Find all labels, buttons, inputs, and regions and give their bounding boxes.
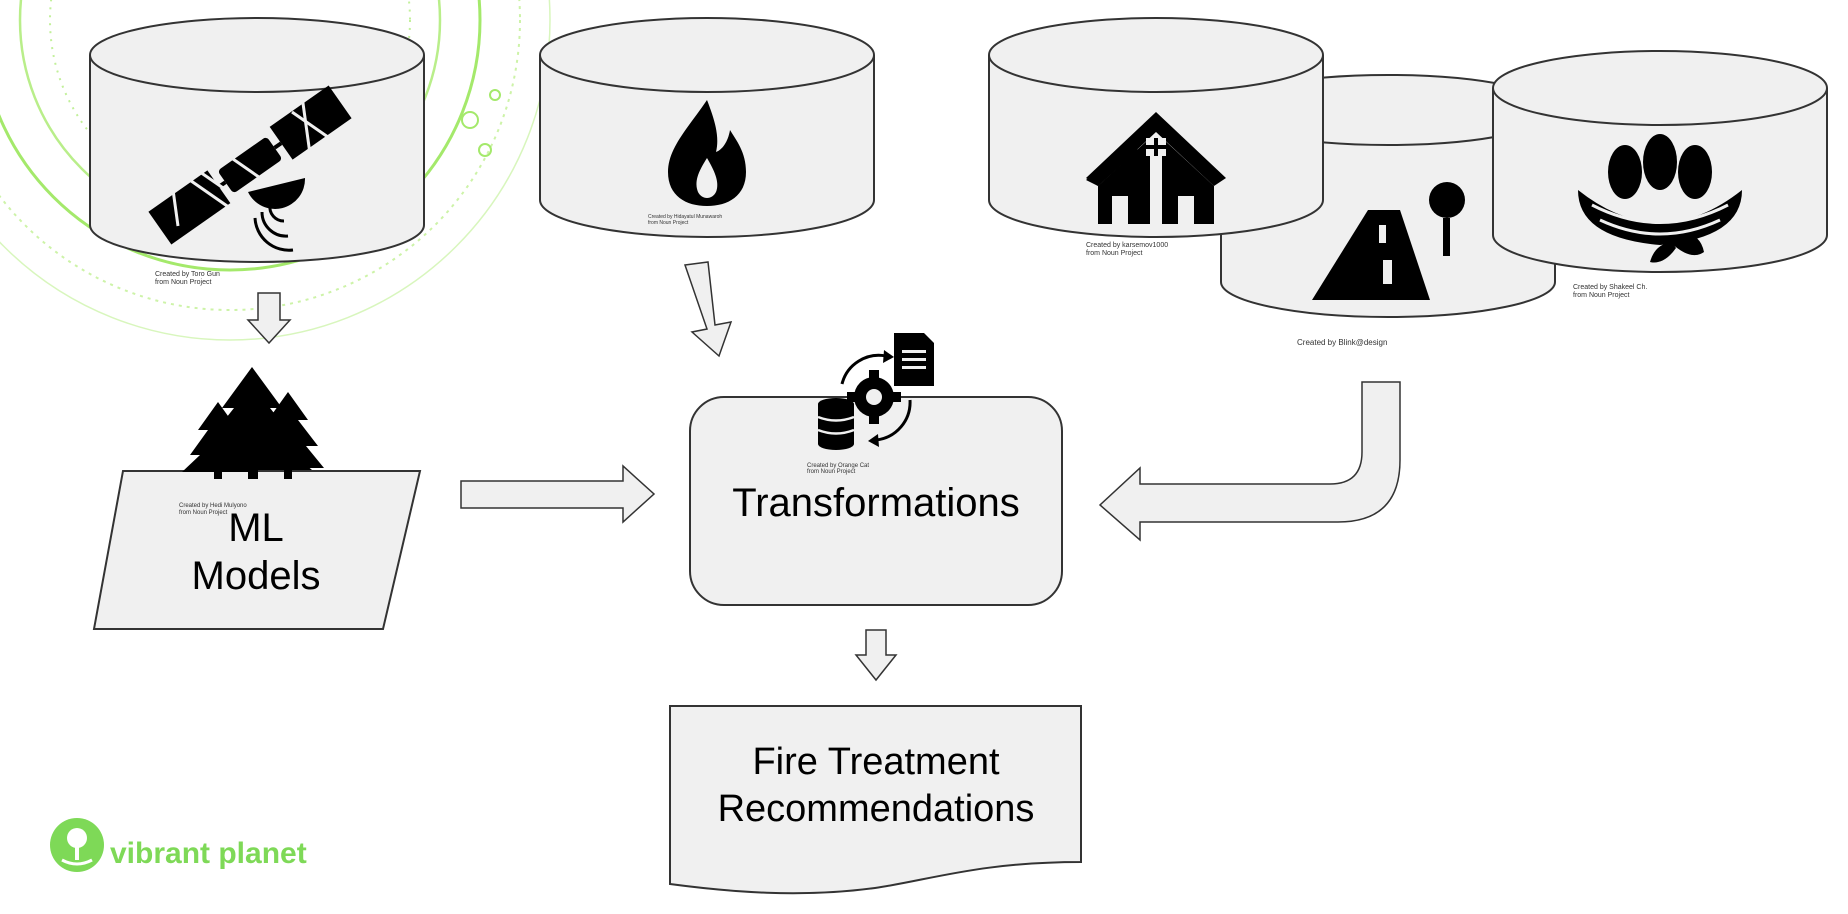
nest-data-cylinder: [1492, 50, 1828, 273]
bird-nest-eggs-icon: [1578, 134, 1742, 263]
ml-models-node: ML Models: [92, 470, 422, 630]
decorative-arcs: [0, 0, 551, 341]
fire-icon: [668, 100, 746, 206]
output-label-line2: Recommendations: [718, 788, 1035, 830]
process-credit-line1: Created by Orange Cat: [807, 463, 869, 469]
fire-credit-line1: Created by Hidayatul Munawaroh: [648, 214, 722, 220]
road-sign-icon: [1312, 182, 1465, 300]
houses-credit-line1: Created by karsemov1000: [1086, 242, 1168, 249]
fire-treatment-recommendations-node: Fire Treatment Recommendations: [669, 705, 1082, 895]
houses-credit-line2: from Noun Project: [1086, 250, 1142, 257]
arrow-transformations-to-output: [854, 629, 898, 682]
satellite-data-cylinder: [89, 17, 425, 263]
arrow-ml-to-transformations: [460, 464, 656, 524]
satellite-credit-line1: Created by Toro Gun: [155, 271, 220, 278]
vibrant-planet-logo-icon: [50, 818, 104, 872]
fire-data-cylinder: [539, 17, 875, 238]
arrow-sources-to-transformations: [1098, 381, 1401, 542]
arrow-satellite-to-ml: [246, 292, 292, 345]
arrow-fire-to-transformations: [683, 261, 733, 358]
process-credit-line2: from Noun Project: [807, 469, 856, 475]
satellite-credit-line2: from Noun Project: [155, 279, 211, 286]
data-processing-gear-icon: [817, 333, 934, 450]
transformations-label: Transformations: [732, 481, 1020, 525]
transformations-node: Transformations: [689, 396, 1063, 606]
trees-credit-line1: Created by Hedi Mulyono: [179, 503, 247, 509]
brand-name: vibrant planet: [110, 837, 307, 870]
brand-logo: vibrant planet: [50, 818, 307, 872]
satellite-icon: [148, 85, 352, 252]
forest-icon: [182, 367, 324, 479]
trees-credit-line2: from Noun Project: [179, 510, 228, 516]
houses-data-cylinder: [988, 17, 1324, 238]
ml-models-label-line1: ML: [228, 506, 284, 550]
houses-icon: [1086, 112, 1226, 224]
road-credit-line1: Created by Blink@design: [1297, 338, 1387, 347]
fire-credit-line2: from Noun Project: [648, 220, 689, 226]
nest-credit-line2: from Noun Project: [1573, 292, 1629, 299]
output-label-line1: Fire Treatment: [752, 741, 1000, 783]
ml-models-label-line2: Models: [192, 554, 321, 598]
nest-credit-line1: Created by Shakeel Ch.: [1573, 284, 1647, 291]
